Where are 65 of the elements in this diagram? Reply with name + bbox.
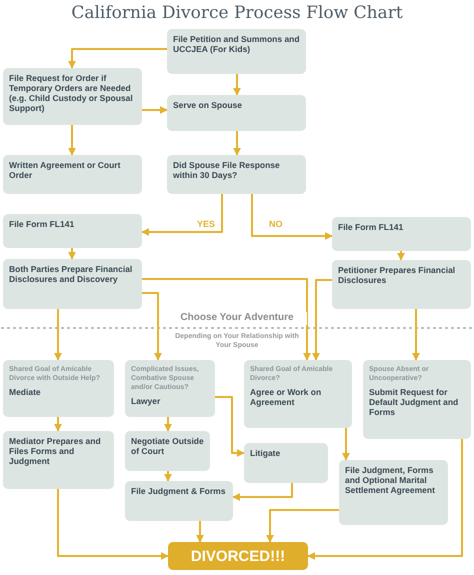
arrow (232, 483, 293, 501)
edge-label: NO (267, 220, 284, 229)
arrow (233, 131, 241, 156)
step-text: Mediate (9, 387, 42, 397)
arrow (164, 471, 172, 482)
arrow (142, 292, 162, 361)
arrow (142, 278, 311, 361)
process-box (332, 260, 471, 309)
arrow (57, 489, 169, 560)
step-text: Submit Request for Default Judgment and Forms (369, 387, 460, 417)
arrow (312, 279, 332, 361)
step-text: Lawyer (131, 396, 162, 406)
step-text: File Request for Order if Temporary Orders are Needed (e.g. Child Custody or Spousal Support) (9, 73, 134, 113)
process-box (167, 29, 306, 74)
arrow (412, 309, 420, 361)
process-box (339, 460, 448, 525)
process-box (3, 155, 142, 194)
arrow (141, 194, 223, 236)
process-box (3, 431, 114, 489)
step-text: Did Spouse File Response within 30 Days? (173, 160, 281, 180)
edge-label: YES (195, 220, 218, 229)
arrow (196, 521, 204, 543)
step-text: Negotiate Outside of Court (131, 436, 204, 456)
process-box (244, 360, 352, 428)
step-text: Written Agreement or Court Order (9, 160, 122, 180)
arrow (68, 248, 76, 260)
process-box (244, 443, 328, 483)
process-box (167, 95, 306, 131)
arrow (164, 417, 172, 432)
process-box (3, 214, 142, 248)
process-box (125, 431, 210, 471)
process-box (332, 217, 471, 251)
end-label: DIVORCED!!! (190, 548, 286, 564)
process-box (125, 481, 233, 521)
step-text: File Petition and Summons and UCCJEA (For Kids) (173, 34, 300, 54)
step-text: File Form FL141 (338, 222, 404, 232)
arrow (266, 509, 339, 543)
title: California Divorce Process Flow Chart (70, 2, 404, 25)
step-text: Both Parties Prepare Financial Disclosures and Discovery (9, 264, 134, 284)
arrow (68, 48, 167, 69)
step-text: File Judgment & Forms (131, 486, 226, 496)
arrow (233, 74, 241, 96)
process-box (3, 68, 142, 125)
arrow (342, 428, 350, 461)
step-text: Litigate (250, 448, 282, 458)
step-text: File Judgment, Forms and Optional Marital Settlement Agreement (345, 465, 436, 495)
step-text: Mediator Prepares and Files Forms and Judgment (9, 436, 102, 466)
arrow (68, 125, 76, 156)
end-box (168, 542, 308, 570)
arrow (54, 309, 62, 361)
process-box (125, 360, 215, 417)
process-box (3, 259, 142, 309)
step-text: Agree or Work on Agreement (250, 387, 322, 407)
arrow (215, 396, 245, 457)
arrow (142, 106, 168, 114)
step-text: Serve on Spouse (173, 100, 243, 110)
step-text: File Form FL141 (9, 219, 76, 229)
process-box (3, 360, 114, 417)
process-box (363, 360, 471, 439)
arrow (54, 417, 62, 432)
process-box (167, 155, 306, 194)
arrow (307, 439, 463, 560)
arrow (251, 194, 333, 240)
step-text: Petitioner Prepares Financial Disclosures (338, 265, 456, 285)
arrow (397, 251, 405, 261)
